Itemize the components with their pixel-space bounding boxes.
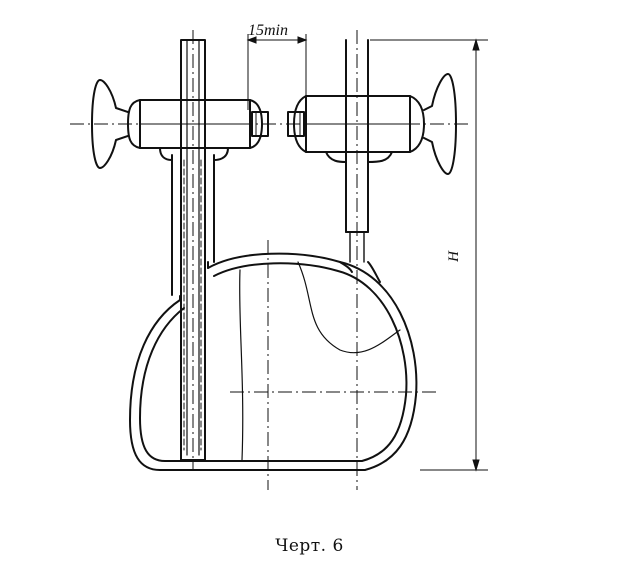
section-breaklines <box>239 261 401 461</box>
left-tube <box>171 39 215 461</box>
dimension-lines <box>246 34 488 472</box>
gap-dimension-label: 15min <box>248 22 288 39</box>
figure-caption: Черт. 6 <box>275 536 344 556</box>
height-dimension-label: H <box>445 251 462 262</box>
center-lines <box>70 30 470 490</box>
right-tube <box>339 39 381 283</box>
